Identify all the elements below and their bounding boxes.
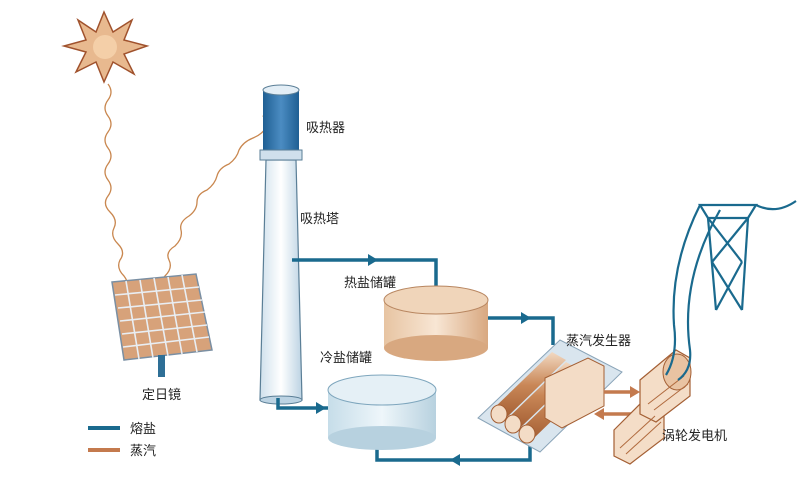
steam-flow-arrows [604,390,632,416]
cold-salt-tank [327,374,437,450]
legend-label: 熔盐 [130,422,157,437]
heliostat-label: 定日镜 [142,388,182,403]
tower-label: 吸热塔 [300,212,340,227]
power-pylon [665,200,797,381]
legend-item-steam: 蒸汽 [88,440,156,459]
cold-tank-label: 冷盐储罐 [320,351,373,366]
absorber-tower [259,159,303,405]
legend-swatch [88,425,120,430]
sun-rays [104,83,268,291]
legend-swatch [88,447,120,452]
legend-item-molten-salt: 熔盐 [88,418,156,437]
sun-icon [61,10,150,84]
flow-arrows [316,254,531,466]
receiver-label: 吸热器 [306,121,346,136]
turbine-generator-label: 涡轮发电机 [662,429,728,444]
heliostat-mirror [111,273,213,377]
steam-arrowhead-left [594,408,604,420]
steam-generator-label: 蒸汽发生器 [566,334,632,349]
legend-label: 蒸汽 [130,444,157,459]
turbine-generator [613,349,692,465]
steam-arrowhead-right [630,386,640,398]
hot-salt-tank [383,285,489,361]
steam-generator [477,339,623,453]
hot-tank-label: 热盐储罐 [344,276,397,291]
receiver [259,84,303,161]
